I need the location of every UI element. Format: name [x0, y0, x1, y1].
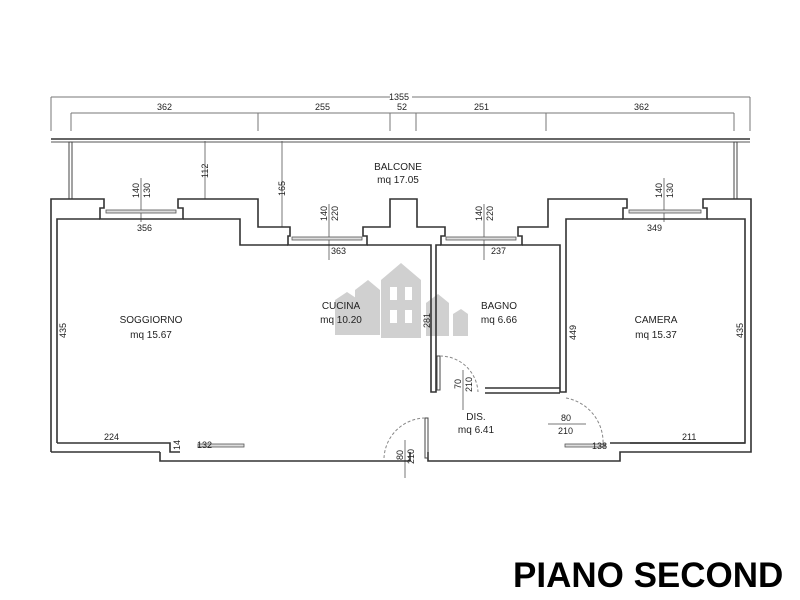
dim-top-3: 52 — [397, 102, 407, 112]
dim-top-4: 251 — [474, 102, 489, 112]
dim-132: 132 — [197, 440, 212, 450]
room-soggiorno-name: SOGGIORNO — [120, 315, 183, 326]
door-bagno-w: 70 — [453, 379, 463, 389]
dim-14: 14 — [172, 440, 182, 450]
dim-211: 211 — [682, 432, 696, 442]
room-dis-area: mq 6.41 — [458, 425, 495, 436]
win4-h2: 130 — [665, 183, 675, 198]
floor-title: PIANO SECOND — [513, 556, 783, 595]
room-cucina-name: CUCINA — [322, 301, 361, 312]
dim-total: 1355 — [389, 92, 409, 102]
win2-h2: 220 — [330, 206, 340, 221]
walls — [50, 198, 752, 462]
win4-w: 349 — [647, 223, 662, 233]
dim-138: 138 — [592, 441, 607, 451]
door-camera-h: 210 — [558, 426, 573, 436]
dim-165: 165 — [277, 181, 287, 196]
win3-h2: 220 — [485, 206, 495, 221]
room-bagno-area: mq 6.66 — [481, 315, 518, 326]
room-soggiorno-area: mq 15.67 — [130, 330, 172, 341]
dim-bagno-h: 449 — [568, 325, 578, 340]
room-balcone-area: mq 17.05 — [377, 175, 419, 186]
room-camera-area: mq 15.37 — [635, 330, 677, 341]
room-cucina-area: mq 10.20 — [320, 315, 362, 326]
win2-h1: 140 — [319, 206, 329, 221]
win1-w: 356 — [137, 223, 152, 233]
dim-top-1: 362 — [157, 102, 172, 112]
dim-top-5: 362 — [634, 102, 649, 112]
door-bagno-h: 210 — [464, 377, 474, 392]
win3-h1: 140 — [474, 206, 484, 221]
room-camera-name: CAMERA — [635, 315, 678, 326]
win3-w: 237 — [491, 246, 506, 256]
doors — [383, 355, 604, 459]
dim-camera-h: 435 — [735, 323, 745, 338]
dim-soggiorno-h: 435 — [58, 323, 68, 338]
room-bagno-name: BAGNO — [481, 301, 517, 312]
win1-h1: 140 — [131, 183, 141, 198]
dim-cucina-h: 281 — [422, 313, 432, 328]
dim-top-2: 255 — [315, 102, 330, 112]
door-entry-h: 210 — [406, 449, 416, 464]
room-dis-name: DIS. — [466, 412, 485, 423]
dim-224: 224 — [104, 432, 119, 442]
door-camera-w: 80 — [561, 413, 571, 423]
windows — [105, 209, 702, 448]
dim-112: 112 — [200, 164, 210, 178]
win2-w: 363 — [331, 246, 346, 256]
room-balcone-name: BALCONE — [374, 162, 422, 173]
door-entry-w: 80 — [395, 450, 405, 460]
win1-h2: 130 — [142, 183, 152, 198]
win4-h1: 140 — [654, 183, 664, 198]
dimension-lines — [50, 96, 751, 478]
balcony-railing — [51, 138, 750, 200]
